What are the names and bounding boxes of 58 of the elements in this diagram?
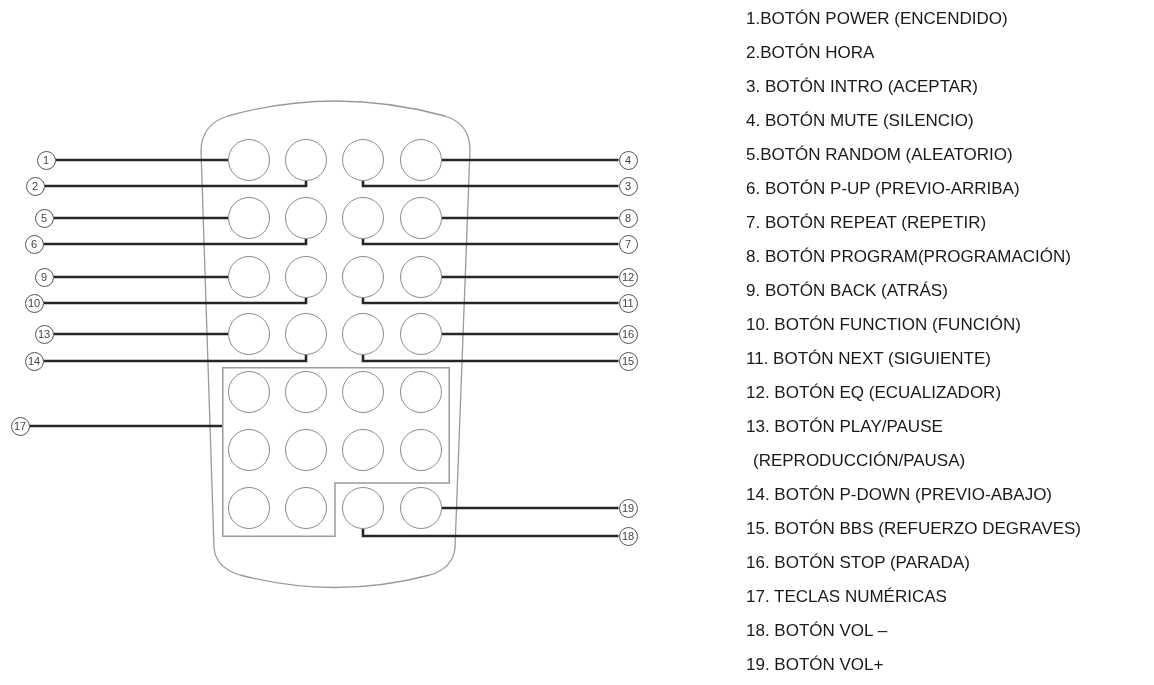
callout-number: 8 [618,208,638,228]
callout-number: 13 [34,324,54,344]
leader-line [442,506,619,510]
button-description: 2.BOTÓN HORA [746,42,876,64]
leader-line [442,275,619,279]
button-description: 1.BOTÓN POWER (ENCENDIDO) [746,8,1009,30]
button-description: 8. BOTÓN PROGRAM(PROGRAMACIÓN) [746,246,1072,268]
button-description: 13. BOTÓN PLAY/PAUSE (REPRODUCCIÓN/PAUSA) [746,416,967,472]
callout-number: 6 [24,234,44,254]
button-description: 7. BOTÓN REPEAT (REPETIR) [746,212,988,234]
callout-number: 16 [618,324,638,344]
leader-line [361,239,619,246]
button-description: 3. BOTÓN INTRO (ACEPTAR) [746,76,980,98]
callout-number: 15 [618,351,638,371]
button-description: 5.BOTÓN RANDOM (ALEATORIO) [746,144,1014,166]
callout-number: 5 [34,208,54,228]
button-description: 17. TECLAS NUMÉRICAS [746,586,948,608]
button-description: 14. BOTÓN P-DOWN (PREVIO-ABAJO) [746,484,1054,506]
callout-number: 1 [36,150,56,170]
callout-number: 11 [618,293,638,313]
leader-line [361,355,619,363]
leader-line [361,529,619,538]
leader-line [361,298,619,305]
leader-line [44,181,308,188]
button-description: 11. BOTÓN NEXT (SIGUIENTE) [746,348,992,370]
callout-number: 19 [618,498,638,518]
button-description: 19. BOTÓN VOL+ [746,654,885,676]
button-description: 15. BOTÓN BBS (REFUERZO DEGRAVES) [746,518,1083,540]
callout-number: 18 [618,526,638,546]
callout-number: 12 [618,267,638,287]
leader-line [43,298,308,305]
callout-number: 7 [618,234,638,254]
callout-number: 9 [34,267,54,287]
leader-line [53,216,228,220]
callout-number: 14 [24,351,44,371]
button-description: 4. BOTÓN MUTE (SILENCIO) [746,110,975,132]
leader-line [442,332,619,336]
callout-number: 17 [10,416,30,436]
leader-line [43,355,308,363]
button-description: 6. BOTÓN P-UP (PREVIO-ARRIBA) [746,178,1021,200]
leader-line [442,216,619,220]
button-description: 12. BOTÓN EQ (ECUALIZADOR) [746,382,1003,404]
callout-number: 2 [25,176,45,196]
leader-line [361,181,619,188]
button-description: 18. BOTÓN VOL – [746,620,889,642]
button-description: 10. BOTÓN FUNCTION (FUNCIÓN) [746,314,1022,336]
leader-line [43,239,308,246]
leader-line [442,158,619,162]
leader-line [53,275,228,279]
callout-number: 10 [24,293,44,313]
leader-line [55,158,228,162]
leader-line [53,332,228,336]
callout-number: 4 [618,150,638,170]
button-description: 9. BOTÓN BACK (ATRÁS) [746,280,949,302]
leader-line [29,424,222,428]
keypad-area [222,367,450,537]
button-description: 16. BOTÓN STOP (PARADA) [746,552,971,574]
callout-number: 3 [618,176,638,196]
